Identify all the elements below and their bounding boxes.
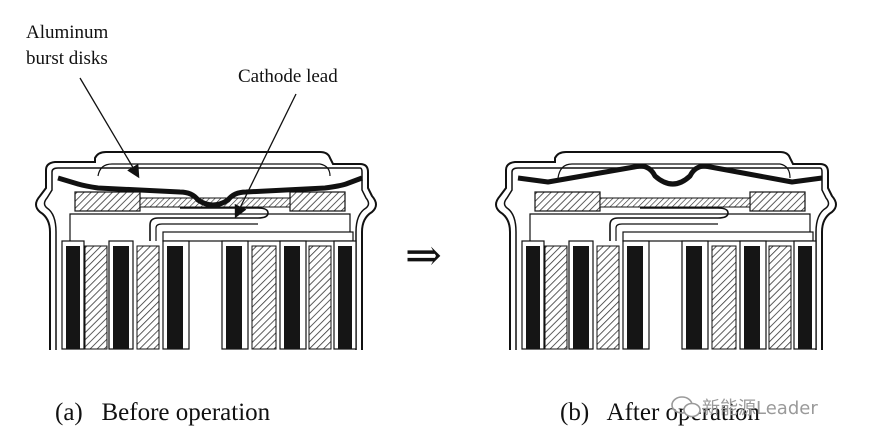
- burst-disks-label: Aluminum burst disks: [26, 22, 113, 69]
- burst-disk-inverted: [517, 163, 823, 187]
- cathode-lead-label: Cathode lead: [238, 66, 338, 87]
- caption-before: (a) Before operation: [55, 399, 271, 426]
- wechat-icon: [671, 396, 701, 418]
- burst-disk-intact: [57, 175, 363, 208]
- cathode-lead-leader: [234, 93, 297, 219]
- cell-before-operation: [35, 151, 377, 351]
- burst-disks-leader: [79, 77, 140, 179]
- caption-after: (b) After operation: [560, 399, 760, 426]
- transition-arrow: ⇒: [405, 231, 442, 280]
- cell-after-operation: [495, 151, 837, 351]
- watermark-text: 新能源Leader: [702, 398, 818, 419]
